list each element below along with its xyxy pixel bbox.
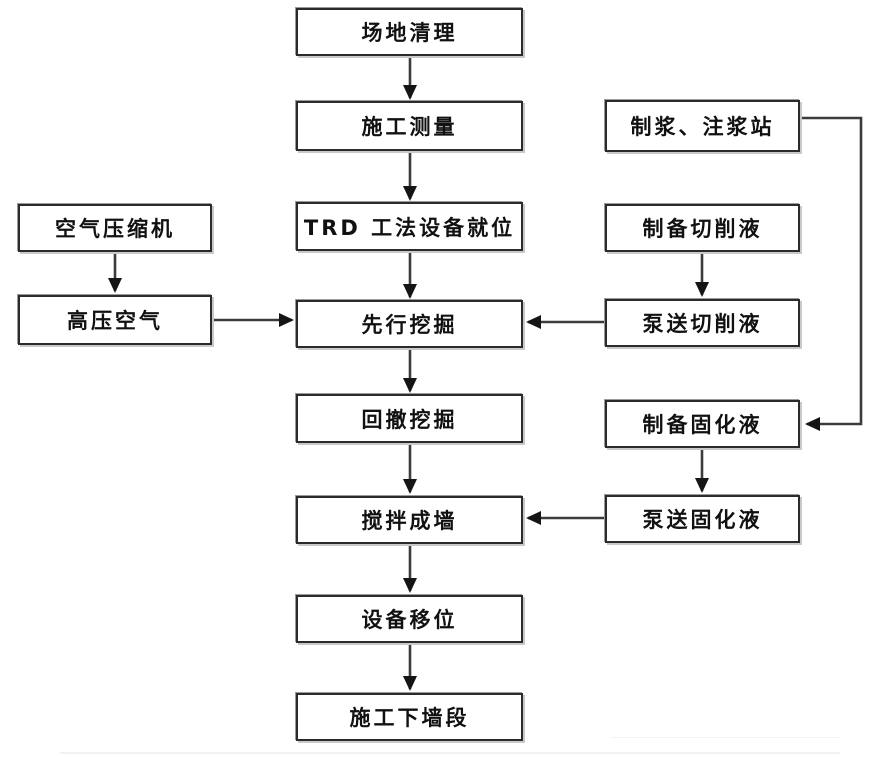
- scan-artifact-line: [60, 752, 840, 754]
- flow-node-label: 回撤挖掘: [361, 407, 458, 432]
- flow-node-label: 制备切削液: [642, 217, 763, 241]
- flow-node-label: 高压空气: [67, 309, 163, 333]
- flow-node-label: TRD 工法设备就位: [303, 215, 516, 240]
- flow-node-label: 制浆、注浆站: [630, 115, 775, 139]
- flow-node-prepare-solidifying-fluid: 制备固化液: [605, 400, 800, 448]
- flow-node-label: 泵送固化液: [642, 508, 763, 532]
- flow-node-construction-survey: 施工测量: [296, 101, 523, 151]
- flow-node-high-pressure-air: 高压空气: [18, 295, 212, 345]
- flow-node-label: 先行挖掘: [361, 313, 458, 337]
- flow-node-mixing-wall-formation: 搅拌成墙: [296, 496, 523, 544]
- flow-node-slurry-grouting-station: 制浆、注浆站: [605, 100, 800, 152]
- flow-node-label: 搅拌成墙: [361, 509, 458, 533]
- flow-node-site-clearing: 场地清理: [296, 8, 523, 56]
- edge-station-to-prepare-solidifying: [801, 116, 863, 431]
- flow-node-label: 空气压缩机: [55, 217, 175, 241]
- flow-node-trd-equipment-in-place: TRD 工法设备就位: [296, 202, 523, 251]
- scan-artifact-speckle: [610, 737, 840, 738]
- flow-node-label: 设备移位: [361, 608, 458, 632]
- flow-node-label: 场地清理: [361, 21, 458, 45]
- flow-node-pump-solidifying-fluid: 泵送固化液: [605, 495, 800, 543]
- flow-node-construct-next-wall-segment: 施工下墙段: [296, 693, 523, 741]
- flow-node-advance-excavation: 先行挖掘: [296, 300, 523, 348]
- flow-node-label: 泵送切削液: [642, 312, 763, 336]
- flow-node-retreat-excavation: 回撤挖掘: [296, 394, 523, 443]
- flow-node-prepare-cutting-fluid: 制备切削液: [605, 204, 800, 252]
- flow-node-label: 制备固化液: [642, 413, 763, 437]
- flow-node-air-compressor: 空气压缩机: [18, 204, 212, 252]
- flow-node-pump-cutting-fluid: 泵送切削液: [605, 299, 800, 347]
- flow-node-label: 施工下墙段: [349, 706, 470, 730]
- flow-node-label: 施工测量: [361, 115, 458, 139]
- flow-node-equipment-relocation: 设备移位: [296, 595, 523, 643]
